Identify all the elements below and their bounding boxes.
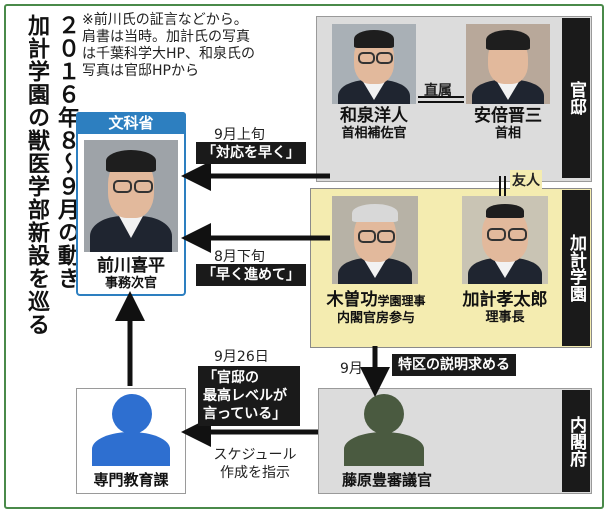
event4-quote-line3: 言っている」	[203, 405, 295, 423]
event5-line2: 作成を指示	[200, 464, 310, 482]
event2-quote: 「早く進めて」	[196, 264, 306, 286]
event3-text: 特区の説明求める	[392, 354, 516, 376]
event4-quote-line1: 「官邸の	[203, 369, 295, 387]
event4-quote: 「官邸の 最高レベルが 言っている」	[198, 366, 300, 426]
event5-text: スケジュール 作成を指示	[200, 446, 310, 482]
event4-date: 9月26日	[214, 346, 269, 366]
event2-date: 8月下旬	[214, 246, 265, 266]
event1-date: 9月上旬	[214, 124, 265, 144]
event3-date: 9月	[340, 358, 363, 378]
event5-line1: スケジュール	[200, 446, 310, 464]
event1-quote: 「対応を早く」	[196, 142, 306, 164]
event4-quote-line2: 最高レベルが	[203, 387, 295, 405]
